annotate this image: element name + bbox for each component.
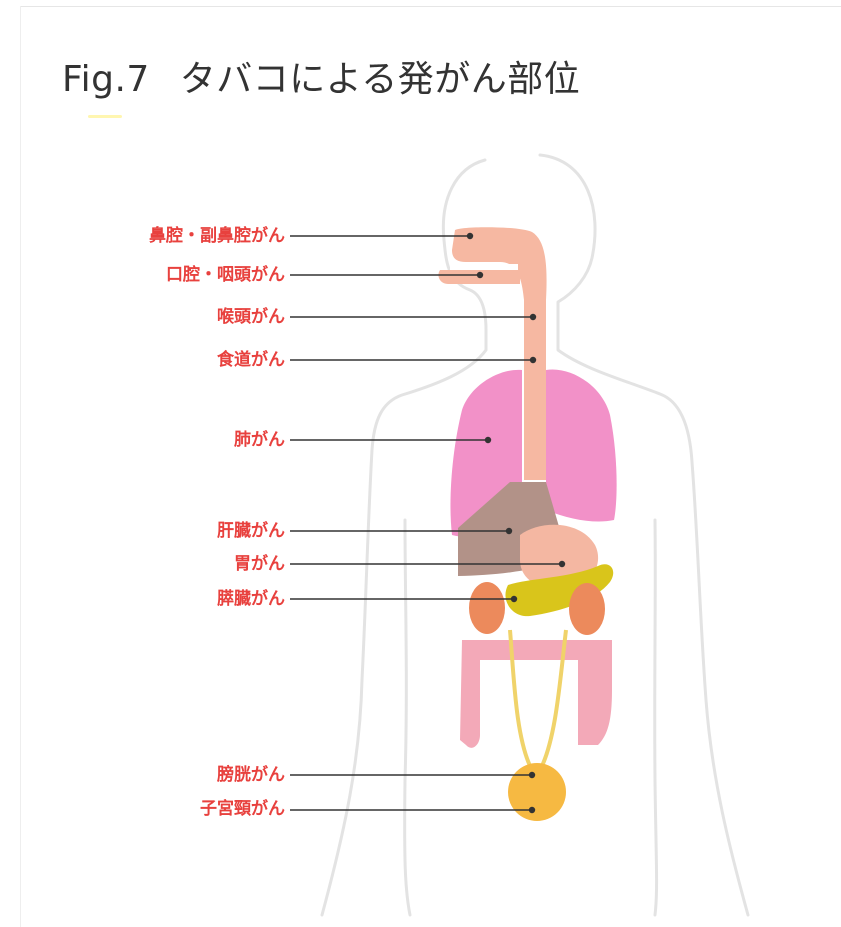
leader-dot-larynx: [530, 314, 536, 320]
label-esophageal-cancer: 食道がん: [217, 350, 285, 370]
label-liver-cancer: 肝臓がん: [217, 521, 285, 541]
leader-dot-stomach: [559, 561, 565, 567]
leader-dot-oral: [477, 272, 483, 278]
label-cervical-cancer: 子宮頸がん: [200, 799, 285, 819]
leader-dot-nasal: [467, 233, 473, 239]
label-bladder-cancer: 膀胱がん: [217, 765, 285, 785]
label-nasal-cancer: 鼻腔・副鼻腔がん: [149, 226, 285, 246]
leader-dot-lung: [485, 437, 491, 443]
leader-dot-cervix: [529, 807, 535, 813]
large-intestine: [460, 640, 612, 748]
leader-dot-liver: [506, 528, 512, 534]
bladder-uterus: [508, 763, 566, 821]
leader-dot-esophagus: [530, 357, 536, 363]
label-laryngeal-cancer: 喉頭がん: [217, 307, 285, 327]
leader-dot-pancreas: [511, 596, 517, 602]
leader-dot-bladder: [529, 772, 535, 778]
label-lung-cancer: 肺がん: [234, 430, 285, 450]
label-pancreatic-cancer: 膵臓がん: [217, 589, 285, 609]
label-oral-pharyngeal-cancer: 口腔・咽頭がん: [166, 265, 285, 285]
label-stomach-cancer: 胃がん: [234, 554, 285, 574]
